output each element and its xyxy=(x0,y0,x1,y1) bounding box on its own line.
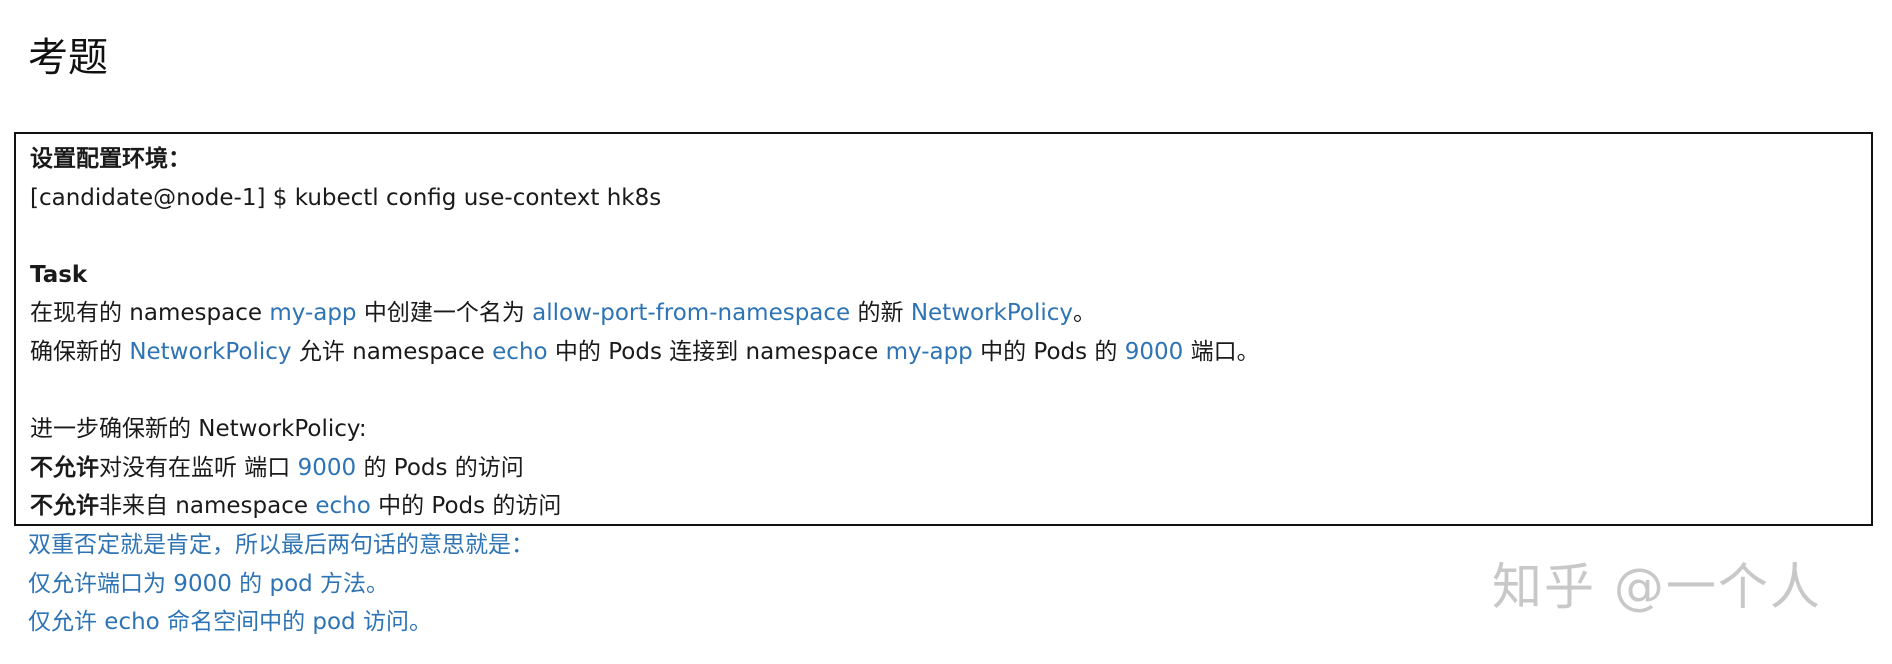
explanation-notes: 双重否定就是肯定，所以最后两句话的意思就是： 仅允许端口为 9000 的 pod… xyxy=(28,526,534,642)
rule-keyword: 不允许 xyxy=(30,493,99,520)
task-box: 设置配置环境： [candidate@node-1] $ kubectl con… xyxy=(14,132,1873,526)
text-segment: 端口。 xyxy=(1183,338,1260,365)
text-segment: 中的 Pods 的 xyxy=(972,338,1125,365)
text-segment: 的 Pods 的访问 xyxy=(356,454,524,481)
setup-command: [candidate@node-1] $ kubectl config use-… xyxy=(30,184,662,211)
rule-deny-namespace: 不允许非来自 namespace echo 中的 Pods 的访问 xyxy=(30,487,1857,526)
rule-deny-port: 不允许对没有在监听 端口 9000 的 Pods 的访问 xyxy=(30,449,1857,488)
note-line: 仅允许 echo 命名空间中的 pod 访问。 xyxy=(28,609,432,636)
note-line: 双重否定就是肯定，所以最后两句话的意思就是： xyxy=(28,532,534,558)
source-namespace: echo xyxy=(492,338,548,365)
text-segment: 确保新的 xyxy=(30,338,130,365)
text-segment: 中创建一个名为 xyxy=(356,300,533,327)
port-number: 9000 xyxy=(1124,338,1184,365)
task-heading: Task xyxy=(30,261,88,288)
further-heading: 进一步确保新的 NetworkPolicy: xyxy=(30,416,367,443)
resource-kind: NetworkPolicy xyxy=(910,300,1074,327)
namespace-name: my-app xyxy=(269,300,357,327)
target-namespace: my-app xyxy=(885,338,973,365)
zhihu-watermark: 知乎 @一个人 xyxy=(1492,558,1822,616)
note-line: 仅允许端口为 9000 的 pod 方法。 xyxy=(28,570,390,597)
text-segment: 允许 namespace xyxy=(291,338,493,365)
text-segment: 在现有的 namespace xyxy=(30,300,270,327)
text-segment: 对没有在监听 端口 xyxy=(99,454,298,481)
task-line-allow-traffic: 确保新的 NetworkPolicy 允许 namespace echo 中的 … xyxy=(30,333,1857,372)
text-segment: 中的 Pods 的访问 xyxy=(370,493,562,520)
text-segment: 中的 Pods 连接到 namespace xyxy=(547,338,886,365)
text-segment: 非来自 namespace xyxy=(99,493,316,520)
policy-name: allow-port-from-namespace xyxy=(532,300,851,327)
source-namespace: echo xyxy=(315,493,371,520)
blank-line xyxy=(30,217,1857,256)
rule-keyword: 不允许 xyxy=(30,454,99,481)
blank-line xyxy=(30,372,1857,411)
text-segment: 的新 xyxy=(850,300,911,327)
resource-kind: NetworkPolicy xyxy=(129,338,292,365)
text-segment: 。 xyxy=(1073,300,1097,327)
task-line-create-policy: 在现有的 namespace my-app 中创建一个名为 allow-port… xyxy=(30,294,1857,333)
setup-heading: 设置配置环境： xyxy=(30,146,191,172)
page-title: 考题 xyxy=(28,35,108,81)
port-number: 9000 xyxy=(297,454,357,481)
